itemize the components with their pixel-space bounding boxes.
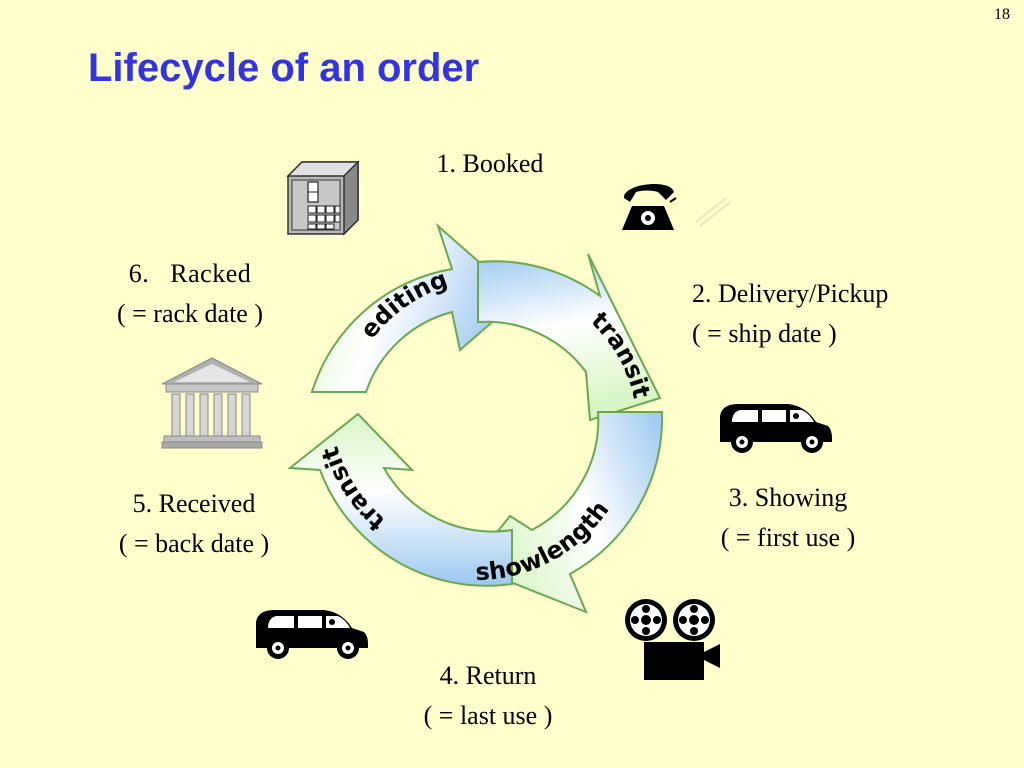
step-booked: 1. Booked — [410, 144, 570, 184]
telephone-icon — [622, 184, 677, 230]
step-received: 5. Received ( = back date ) — [84, 484, 304, 564]
step-delivery-pickup: 2. Delivery/Pickup ( = ship date ) — [692, 274, 972, 354]
step-return-title: 4. Return — [439, 661, 537, 690]
file-cabinet-icon — [286, 160, 360, 236]
step-showing: 3. Showing ( = first use ) — [688, 478, 888, 558]
step-showing-date: ( = first use ) — [720, 523, 856, 552]
cycle-arrow-transit-left — [287, 412, 513, 587]
cord-squiggle-icon — [695, 197, 731, 227]
slide-title: Lifecycle of an order — [88, 46, 480, 90]
step-racked-title: 6. Racked — [128, 259, 252, 288]
step-received-date: ( = back date ) — [118, 529, 270, 558]
van-icon — [256, 610, 368, 659]
step-showing-title: 3. Showing — [728, 483, 848, 512]
cycle-arrow-editing — [310, 222, 522, 393]
cycle-arrow-transit-right — [477, 253, 662, 422]
bank-building-icon — [161, 357, 263, 449]
page-number: 18 — [994, 6, 1010, 23]
step-delivery-date: ( = ship date ) — [692, 319, 837, 348]
step-return-date: ( = last use ) — [423, 701, 553, 730]
step-return: 4. Return ( = last use ) — [388, 656, 588, 736]
film-projector-icon — [625, 599, 720, 680]
step-racked-date: ( = rack date ) — [116, 299, 264, 328]
step-booked-title: 1. Booked — [436, 149, 544, 178]
step-received-title: 5. Received — [132, 489, 256, 518]
van-icon — [720, 404, 832, 453]
step-racked: 6. Racked ( = rack date ) — [80, 254, 300, 334]
step-delivery-title: 2. Delivery/Pickup — [692, 279, 889, 308]
cycle-arrow-showlength — [468, 411, 664, 614]
